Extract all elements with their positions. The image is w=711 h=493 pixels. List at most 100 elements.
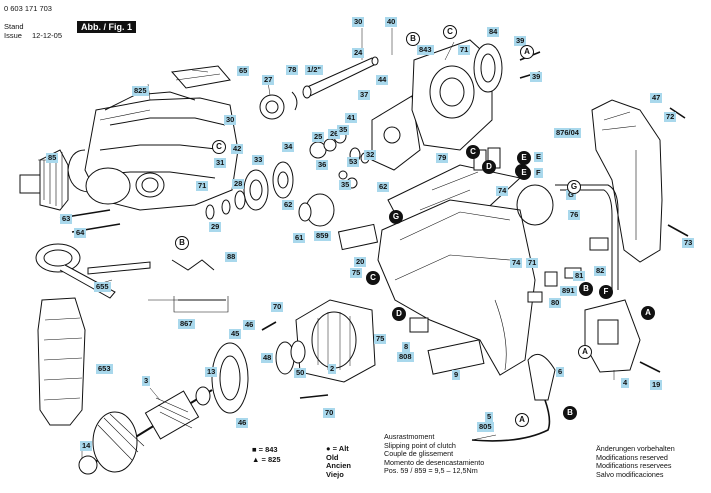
part-label: 65 [237,66,250,76]
callout-a: A [520,45,534,59]
part-label: 72 [664,112,677,122]
part-label: 74 [510,258,523,268]
part-label: 82 [594,266,607,276]
callout-c: C [443,25,457,39]
callout-b: B [175,236,189,250]
part-label: 891 [560,286,577,296]
part-label: 47 [650,93,663,103]
part-label: 39 [530,72,543,82]
part-label: 4 [621,378,630,388]
legend-alt-line: ● = Alt [326,444,349,453]
part-label: G [566,190,576,200]
part-label: 81 [573,271,586,281]
part-label: 20 [354,257,367,267]
part-label: 27 [262,75,275,85]
intermediate-gear [298,193,335,227]
part-label: 62 [377,182,390,192]
part-label: 2 [328,364,337,374]
part-label: E [534,152,544,162]
part-label: 44 [376,75,389,85]
part-label: 50 [294,368,307,378]
callout-e: E [517,151,531,165]
part-label: 85 [46,153,59,163]
callout-g: G [567,180,581,194]
keyless-chuck [19,149,69,211]
leader-lines [38,28,615,458]
legend-triangle: ▲ = 825 [252,455,281,464]
part-label: 36 [316,160,329,170]
part-label: 46 [236,418,249,428]
clutch-note: Ausrastmoment Slipping point of clutch C… [384,432,484,476]
part-label: 71 [458,45,471,55]
part-label: 79 [436,153,449,163]
part-label: 14 [80,441,93,451]
part-label: 13 [205,367,218,377]
gear-wheels [205,161,294,220]
part-label: 8 [402,342,411,352]
callout-e: E [517,166,531,180]
part-label: 6 [556,367,565,377]
part-label: 30 [352,17,365,27]
issue-label: Issue [4,31,22,40]
armature [78,386,213,475]
part-label: 73 [682,238,695,248]
legend-alt-line: Viejo [326,469,344,479]
part-label: 876/04 [554,128,581,138]
part-label: 61 [293,233,306,243]
part-label: 53 [347,157,360,167]
legend-alt-line: Ancien [326,461,352,471]
figure-label: Abb. / Fig. 1 [77,21,136,33]
part-label: F [534,168,543,178]
part-label: 84 [487,27,500,37]
note-line: Änderungen vorbehalten [596,444,675,453]
callout-c: C [466,145,480,159]
part-label: 64 [74,228,87,238]
part-label: 42 [231,144,244,154]
switch [584,299,641,373]
callout-d: D [392,307,406,321]
part-label: 37 [358,90,371,100]
part-label: 3 [142,376,151,386]
callout-d: D [482,160,496,174]
power-cable [471,399,551,442]
issue-value: 12-12-05 [32,31,63,40]
part-label: 653 [96,364,113,374]
part-label: 35 [337,125,350,135]
part-label: 70 [271,302,284,312]
motor-housing [377,199,536,376]
callout-b: B [563,406,577,420]
part-label: 26 [328,129,341,139]
callout-a: A [641,306,655,320]
part-label: 62 [282,200,295,210]
part-label: 71 [196,181,209,191]
callout-a: A [578,345,592,359]
note-line: Ausrastmoment [384,432,435,441]
legend-alt: ● = Alt Old Ancien Viejo [326,444,352,479]
part-label: 29 [209,222,222,232]
part-label: 33 [252,155,265,165]
part-label: 19 [650,380,663,390]
auxiliary-handle [35,243,151,426]
modifications-note: Änderungen vorbehalten Modifications res… [596,444,675,479]
part-label: 70 [323,408,336,418]
note-line: Salvo modificaciones [596,469,664,479]
part-label: 63 [60,214,73,224]
gear-housing-rear [411,39,493,151]
part-label: 25 [312,132,325,142]
callout-g: G [389,210,403,224]
note-line: Pos. 59 / 859 = 9,5 – 12,5Nm [384,466,478,476]
legend-alt-line: Old [326,452,339,462]
part-label: 843 [417,45,434,55]
part-label: 75 [374,334,387,344]
part-label: 45 [229,329,242,339]
part-label: 78 [286,65,299,75]
part-label: 34 [282,142,295,152]
part-label: 75 [350,268,363,278]
note-line: Modifications reservees [596,461,672,471]
part-label: 28 [232,179,245,189]
part-label: 31 [214,158,227,168]
fan-baffle [211,340,306,414]
callout-c: C [212,140,226,154]
doc-number: 0 603 171 703 [4,4,52,13]
part-label: 9 [452,370,461,380]
